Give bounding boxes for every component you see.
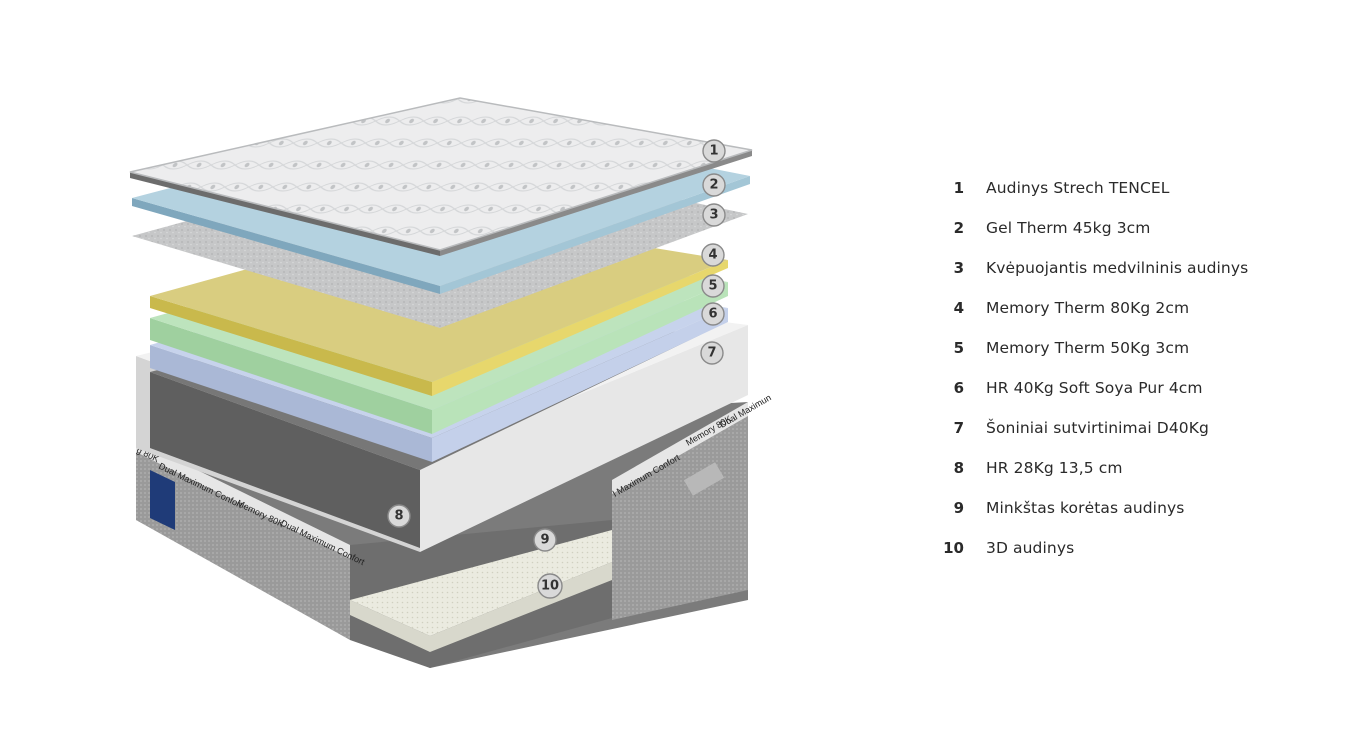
legend-label: Šoniniai sutvirtinimai D40Kg xyxy=(986,419,1209,437)
mattress-layers-illustration: g 80K Dual Maximum Confort Memory 80K Du… xyxy=(129,97,773,668)
legend-label: Kvėpuojantis medvilninis audinys xyxy=(986,259,1249,277)
svg-text:10: 10 xyxy=(541,579,559,594)
callout-8: 8 xyxy=(387,504,411,528)
legend-number: 7 xyxy=(953,419,964,437)
legend-label: Memory Therm 80Kg 2cm xyxy=(986,299,1190,317)
legend-item: 4 Memory Therm 80Kg 2cm xyxy=(930,288,1350,328)
legend-item: 5 Memory Therm 50Kg 3cm xyxy=(930,328,1350,368)
svg-text:4: 4 xyxy=(708,248,717,263)
legend-item: 1 Audinys Strech TENCEL xyxy=(930,168,1350,208)
legend-item: 2 Gel Therm 45kg 3cm xyxy=(930,208,1350,248)
legend-number: 8 xyxy=(953,459,964,477)
legend-number: 10 xyxy=(943,539,964,557)
callout-3: 3 xyxy=(702,203,726,227)
legend-item: 8 HR 28Kg 13,5 cm xyxy=(930,448,1350,488)
legend-number: 3 xyxy=(953,259,964,277)
svg-text:5: 5 xyxy=(708,279,717,294)
legend-number: 9 xyxy=(953,499,964,517)
legend-number: 2 xyxy=(953,219,964,237)
svg-text:1: 1 xyxy=(709,144,718,159)
callout-1: 1 xyxy=(702,139,726,163)
callout-10: 10 xyxy=(537,573,563,599)
legend-item: 6 HR 40Kg Soft Soya Pur 4cm xyxy=(930,368,1350,408)
legend-label: Gel Therm 45kg 3cm xyxy=(986,219,1151,237)
svg-text:9: 9 xyxy=(540,533,549,548)
legend-number: 5 xyxy=(953,339,964,357)
legend-number: 1 xyxy=(953,179,964,197)
svg-text:2: 2 xyxy=(709,178,718,193)
legend-label: 3D audinys xyxy=(986,539,1075,557)
legend-label: HR 40Kg Soft Soya Pur 4cm xyxy=(986,379,1203,397)
legend-label: Memory Therm 50Kg 3cm xyxy=(986,339,1190,357)
callout-2: 2 xyxy=(702,173,726,197)
legend-label: Audinys Strech TENCEL xyxy=(986,179,1170,197)
svg-text:8: 8 xyxy=(394,509,403,524)
legend-number: 4 xyxy=(953,299,964,317)
layer-top-cover xyxy=(129,97,753,256)
callout-9: 9 xyxy=(533,528,557,552)
svg-text:6: 6 xyxy=(708,307,717,322)
legend-item: 3 Kvėpuojantis medvilninis audinys xyxy=(930,248,1350,288)
legend-item: 7 Šoniniai sutvirtinimai D40Kg xyxy=(930,408,1350,448)
svg-text:7: 7 xyxy=(707,346,716,361)
layer-legend: 1 Audinys Strech TENCEL 2 Gel Therm 45kg 3… xyxy=(930,168,1350,568)
legend-number: 6 xyxy=(953,379,964,397)
callout-4: 4 xyxy=(701,243,725,267)
callout-7: 7 xyxy=(700,341,724,365)
legend-label: Minkštas korėtas audinys xyxy=(986,499,1185,517)
legend-label: HR 28Kg 13,5 cm xyxy=(986,459,1123,477)
callout-5: 5 xyxy=(701,274,725,298)
legend-item: 9 Minkštas korėtas audinys xyxy=(930,488,1350,528)
legend-item: 10 3D audinys xyxy=(930,528,1350,568)
callout-6: 6 xyxy=(701,302,725,326)
layer-honeycomb-fabric xyxy=(350,530,612,652)
svg-text:3: 3 xyxy=(709,208,718,223)
